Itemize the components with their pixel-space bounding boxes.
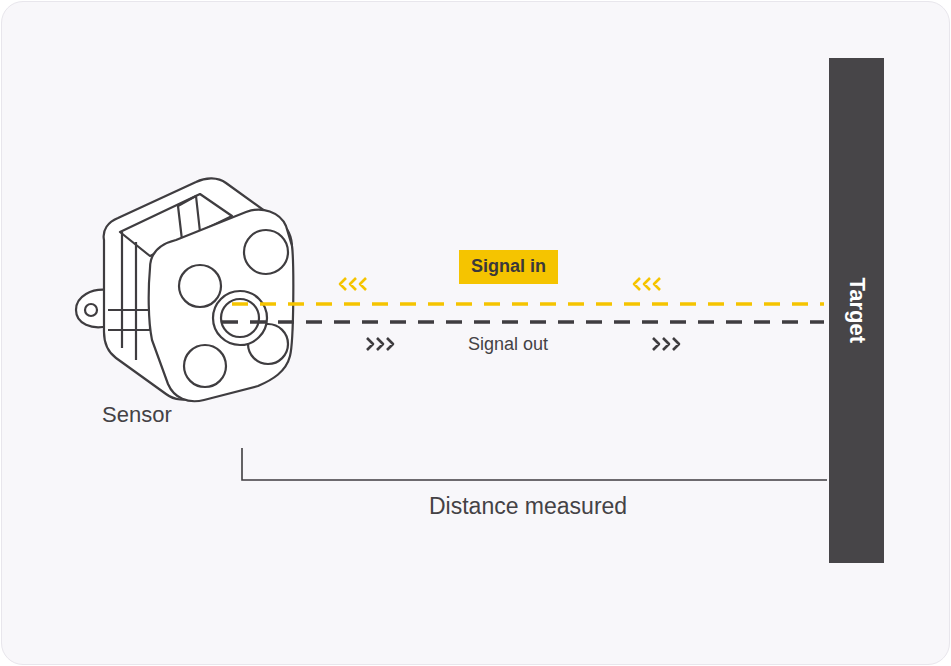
housing-cross [108,310,150,330]
sensor-port [184,345,226,387]
target-bar: Target [829,58,884,563]
signal-in-box: Signal in [459,250,558,284]
distance-bracket [242,448,827,480]
housing-edge [122,232,136,360]
node-text: Signal in [471,256,546,278]
signal-out-line [222,320,824,324]
sensor-label: Sensor [102,402,172,428]
dimension-label: Distance measured [429,493,627,520]
sensor-port [179,265,221,307]
sensor-port [244,230,288,274]
signal-label: Signal out [468,334,548,355]
sensor-body [76,178,293,401]
node-text: Target [843,277,869,343]
sensor-lens [213,291,267,345]
signal-in-line [232,302,824,306]
mounting-hole [85,304,97,316]
